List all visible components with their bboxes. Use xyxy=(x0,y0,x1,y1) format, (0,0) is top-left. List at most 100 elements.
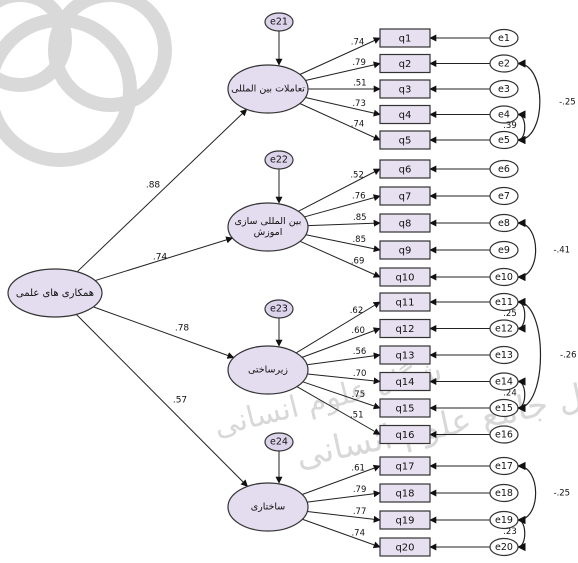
label-layer: .88.74.79.51.73.74.74.52.76.85.85.69.78.… xyxy=(146,38,577,539)
error-e11 xyxy=(489,292,519,312)
disturbance-e23 xyxy=(264,299,294,319)
error-e8 xyxy=(489,213,519,233)
indicator-q6 xyxy=(379,159,431,179)
loading-path-q16 xyxy=(296,386,381,435)
covariance-e11-e12 xyxy=(517,297,526,333)
indicator-label-q4: q4 xyxy=(399,110,412,121)
error-e13 xyxy=(489,345,519,365)
indicator-label-q18: q18 xyxy=(395,489,414,500)
error-e16 xyxy=(489,425,519,444)
covariance-e11-e15 xyxy=(517,297,541,413)
covariance-e19-e20 xyxy=(517,515,526,552)
indicator-q4 xyxy=(379,104,431,125)
loading-value-q12: .60 xyxy=(351,326,365,336)
loading-value-q15: .75 xyxy=(352,390,366,400)
covariance-value-e8-e10: -.41 xyxy=(554,246,571,256)
loading-path-q1 xyxy=(299,37,381,75)
indicator-label-q17: q17 xyxy=(395,462,414,473)
error-label-e3: e3 xyxy=(498,84,510,95)
indicator-q19 xyxy=(379,510,431,530)
loading-path-q10 xyxy=(299,240,381,278)
loading-value-q17: .61 xyxy=(351,463,365,473)
error-e5 xyxy=(489,130,519,150)
indicator-q13 xyxy=(379,345,431,365)
structural-path-f2 xyxy=(95,236,234,282)
covariance-value-e19-e20: .23 xyxy=(503,527,517,537)
latent-factor-f1 xyxy=(227,64,309,114)
indicator-label-q11: q11 xyxy=(395,298,414,309)
error-e15 xyxy=(489,398,519,418)
loading-value-q18: .79 xyxy=(353,485,367,495)
indicator-label-q19: q19 xyxy=(395,516,414,527)
indicator-q11 xyxy=(379,292,431,312)
error-e20 xyxy=(489,537,519,557)
error-e10 xyxy=(489,267,519,287)
loading-value-q13: .56 xyxy=(353,347,367,357)
disturbance-e21 xyxy=(264,12,294,32)
indicator-label-q14: q14 xyxy=(395,377,414,388)
error-e6 xyxy=(489,159,519,179)
indicator-label-q7: q7 xyxy=(399,192,412,203)
error-label-e14: e14 xyxy=(495,377,513,388)
indicator-q5 xyxy=(379,130,431,150)
indicator-label-q2: q2 xyxy=(399,59,412,70)
latent-factor-label-f4: ساختاری xyxy=(251,502,286,513)
indicator-label-q3: q3 xyxy=(399,85,412,96)
covariance-e17-e19 xyxy=(517,461,537,525)
latent-factor-label-f1: تعاملات بین المللی xyxy=(231,84,305,95)
covariance-value-e11-e12: .25 xyxy=(503,309,517,319)
loading-value-q20: .74 xyxy=(351,529,365,539)
covariance-value-e4-e5: .39 xyxy=(503,121,517,131)
indicator-label-q20: q20 xyxy=(395,543,414,554)
loading-value-q1: .74 xyxy=(351,38,365,48)
loading-path-q9 xyxy=(305,234,381,253)
covariance-e8-e10 xyxy=(517,218,537,282)
loading-path-q4 xyxy=(305,97,381,117)
loading-value-q2: .79 xyxy=(352,58,366,68)
indicator-label-q9: q9 xyxy=(399,246,412,257)
error-e9 xyxy=(489,240,519,260)
error-label-e16: e16 xyxy=(495,430,513,441)
loading-path-q14 xyxy=(307,373,381,385)
latent-higher-order xyxy=(7,268,103,318)
indicator-label-q5: q5 xyxy=(399,136,412,147)
error-e2 xyxy=(489,54,519,73)
loading-path-q7 xyxy=(304,194,381,218)
structural-loading-f3: .78 xyxy=(175,324,190,334)
covariance-value-e11-e15: -.26 xyxy=(560,351,577,361)
indicator-q18 xyxy=(379,483,431,503)
error-label-e1: e1 xyxy=(498,33,510,44)
indicator-q7 xyxy=(379,186,431,206)
indicator-q2 xyxy=(379,53,431,74)
covariance-value-e17-e19: -.25 xyxy=(554,489,571,499)
latent-factor-f4 xyxy=(227,482,309,532)
error-e17 xyxy=(489,456,519,476)
structural-path-f4 xyxy=(75,314,248,487)
loading-value-q10: .69 xyxy=(351,257,365,267)
indicator-label-q6: q6 xyxy=(399,165,412,176)
loading-path-q12 xyxy=(301,327,381,358)
indicator-label-q10: q10 xyxy=(395,273,414,284)
error-label-e20: e20 xyxy=(495,542,513,553)
error-label-e18: e18 xyxy=(495,488,513,499)
error-label-e9: e9 xyxy=(498,245,510,256)
loading-value-q16: .51 xyxy=(350,411,364,421)
latent-factor-f3 xyxy=(227,345,309,395)
disturbance-label-e24: e24 xyxy=(270,437,288,448)
indicator-label-q1: q1 xyxy=(399,34,412,45)
error-e14 xyxy=(489,372,519,391)
error-e18 xyxy=(489,483,519,503)
indicator-label-q13: q13 xyxy=(395,351,414,362)
loading-value-q7: .76 xyxy=(352,191,366,201)
structural-loading-f1: .88 xyxy=(146,181,161,191)
indicator-q1 xyxy=(379,28,431,48)
error-label-e17: e17 xyxy=(495,461,513,472)
structural-loading-f2: .74 xyxy=(153,253,168,263)
covariance-value-e14-e15: .24 xyxy=(503,388,517,398)
error-e12 xyxy=(489,319,519,338)
error-label-e2: e2 xyxy=(498,59,510,70)
indicator-q12 xyxy=(379,318,431,339)
error-label-e13: e13 xyxy=(495,350,513,361)
